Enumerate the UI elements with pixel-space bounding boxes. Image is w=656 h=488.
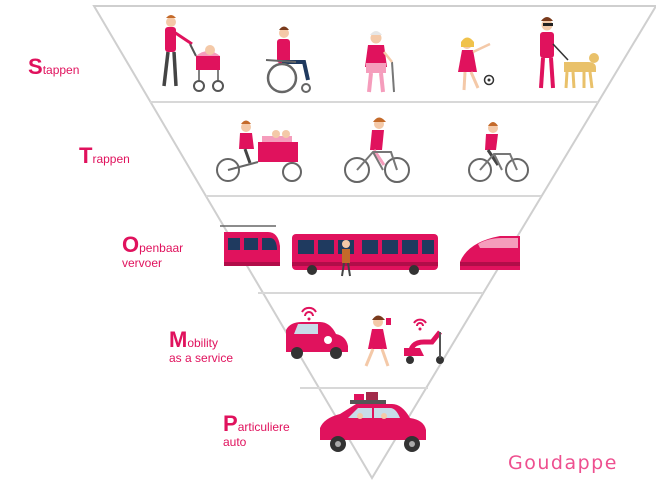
level-text-line2: as a service [169,351,234,365]
level-initial: S [28,54,43,79]
level-text-line2: vervoer [122,256,163,270]
bus-icon [292,234,438,277]
walking-person-with-phone-icon [364,315,391,367]
level-text-line2: auto [223,435,247,449]
level-text: obility [187,336,219,350]
level-label-openbaar-vervoer: Openbaar vervoer [122,232,184,270]
child-cyclist-icon [468,122,529,182]
tram-icon [220,225,280,266]
person-with-stroller-icon [162,15,224,92]
level-initial: P [223,411,238,436]
level-text: rappen [92,152,130,166]
private-car-icon [320,392,426,452]
cyclist-icon [344,117,410,183]
level-label-trappen: Trappen [79,145,130,167]
level-initial: M [169,327,188,352]
train-icon [460,236,520,270]
cargo-bike-icon [216,120,302,182]
shared-scooter-icon [404,318,444,364]
shared-car-icon [286,306,348,359]
level-text: tappen [42,63,80,77]
level-text: articuliere [237,420,290,434]
blind-person-with-guide-dog-icon [539,17,599,89]
brand-logo: Goudappe [508,452,618,474]
level-label-particuliere-auto: Particuliere auto [223,411,290,449]
level-label-stappen: Stappen [28,56,79,78]
level-text: penbaar [139,241,184,255]
child-with-ball-icon [458,37,495,91]
wheelchair-user-icon [265,26,311,94]
level-label-mobility-as-a-service: Mobility as a service [169,327,234,365]
level-initial: O [122,232,140,257]
elderly-person-with-cane-icon [365,31,395,93]
level-initial: T [79,143,93,168]
